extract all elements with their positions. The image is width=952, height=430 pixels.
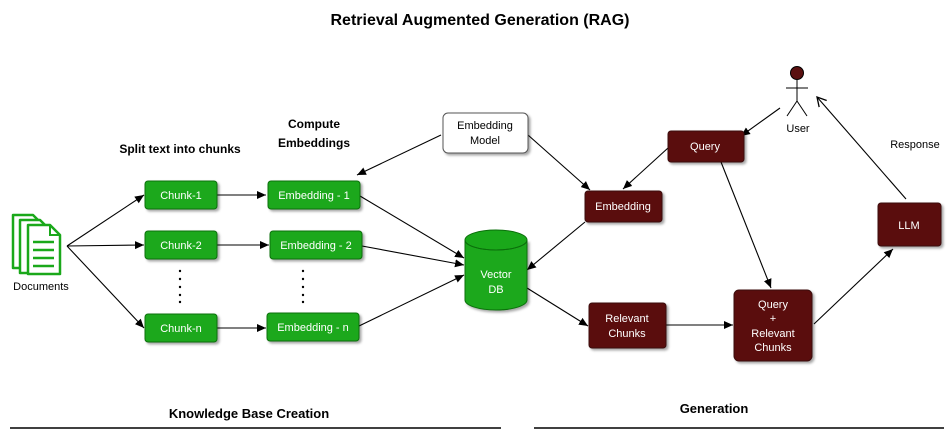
chunk-node-2-label: Chunk-2 xyxy=(160,240,202,252)
embedding-node-2: Embedding - 2 xyxy=(269,230,363,260)
embedding-node-1-label: Embedding - 1 xyxy=(278,190,350,202)
embedding-node-n: Embedding - n xyxy=(266,312,360,342)
diagram-title: Retrieval Augmented Generation (RAG) xyxy=(330,12,629,29)
embedding-node-n-label: Embedding - n xyxy=(277,322,349,334)
qrc-label-line2: + xyxy=(770,313,776,325)
relevant-chunks-node: Relevant Chunks xyxy=(588,302,667,349)
query-node-label: Query xyxy=(690,141,720,153)
kb-creation-label: Knowledge Base Creation xyxy=(169,406,329,421)
generation-label: Generation xyxy=(680,401,749,416)
vector-db-cylinder: Vector DB xyxy=(464,229,528,311)
query-node: Query xyxy=(667,130,745,163)
embedding-model-label-line1: Embedding xyxy=(457,120,513,132)
connector-lines xyxy=(66,107,894,332)
embedding-node-2-label: Embedding - 2 xyxy=(280,240,352,252)
compute-embeddings-label-line2: Embeddings xyxy=(278,136,350,150)
vector-db-label-line2: DB xyxy=(488,284,503,296)
split-text-label: Split text into chunks xyxy=(119,142,241,156)
response-arrow xyxy=(816,95,907,200)
relevant-chunks-label-line2: Chunks xyxy=(608,328,646,340)
ellipsis-dots xyxy=(178,269,305,304)
chunk-node-n-label: Chunk-n xyxy=(160,323,202,335)
compute-embeddings-label-line1: Compute xyxy=(288,117,340,131)
chunk-node-2: Chunk-2 xyxy=(144,230,218,260)
user-label: User xyxy=(786,123,810,135)
documents-icon xyxy=(11,213,62,276)
embedding-node-1: Embedding - 1 xyxy=(267,180,361,210)
llm-node: LLM xyxy=(877,202,942,247)
vector-db-label-line1: Vector xyxy=(480,269,512,281)
llm-node-label: LLM xyxy=(898,220,919,232)
embedding-query-node-label: Embedding xyxy=(595,201,651,213)
qrc-label-line1: Query xyxy=(758,299,788,311)
user-icon xyxy=(786,66,808,117)
query-plus-chunks-node: Query + Relevant Chunks xyxy=(733,289,813,362)
relevant-chunks-label-line1: Relevant xyxy=(605,313,648,325)
chunk-node-1: Chunk-1 xyxy=(144,180,218,210)
response-label: Response xyxy=(890,139,940,151)
chunk-node-1-label: Chunk-1 xyxy=(160,190,202,202)
embedding-model-label-line2: Model xyxy=(470,135,500,147)
embedding-query-node: Embedding xyxy=(584,190,663,223)
qrc-label-line4: Chunks xyxy=(754,342,792,354)
chunk-node-n: Chunk-n xyxy=(144,313,218,343)
documents-label: Documents xyxy=(13,281,69,293)
qrc-label-line3: Relevant xyxy=(751,328,794,340)
embedding-model-node: Embedding Model xyxy=(442,112,529,154)
